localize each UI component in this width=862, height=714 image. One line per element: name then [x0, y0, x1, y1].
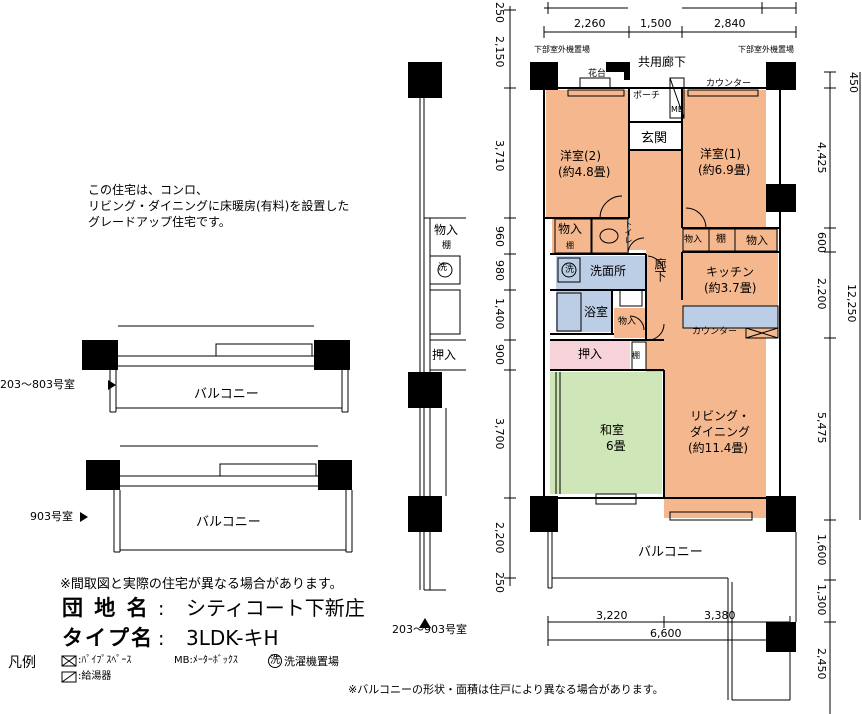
flower-stand-label: 花台	[588, 69, 607, 79]
section-storage: 物入	[434, 223, 459, 237]
dim-right-8: 2,450	[815, 648, 828, 680]
western-1-name: 洋室(1)	[700, 147, 741, 161]
property-name-value: シティコート下新庄	[186, 596, 365, 620]
dim-right-5: 5,475	[815, 412, 828, 444]
disclaimer-2: ※バルコニーの形状・面積は住戸により異なる場合があります。	[348, 683, 664, 696]
property-type-sep: :	[158, 628, 165, 650]
section-shelf: 棚	[442, 241, 452, 251]
intro-line-2: リビング・ダイニングに床暖房(有料)を設置した	[88, 199, 350, 213]
entrance-fill	[629, 122, 682, 150]
western-room-1-fill	[682, 90, 766, 228]
shelf-label-left: 棚	[566, 241, 574, 250]
shelf-label-right: 棚	[716, 234, 726, 245]
porch-label: ポーチ	[633, 91, 661, 101]
living-size: (約11.4畳)	[688, 441, 749, 455]
storage-right-fill	[682, 228, 778, 252]
living-fill	[664, 338, 766, 518]
dim-right-6: 1,600	[815, 534, 828, 566]
dim-left-10: 250	[493, 572, 506, 593]
bath-label: 浴室	[584, 305, 609, 319]
wash-symbol: 洗	[565, 265, 575, 275]
dim-left-6: 1,400	[493, 298, 506, 330]
small-storage-fill	[614, 308, 646, 338]
dim-left-5: 980	[493, 260, 506, 281]
counter-kitchen-label: カウンター	[692, 327, 738, 337]
balcony-label-a: バルコニー	[194, 387, 259, 402]
oshiire-label: 押入	[578, 347, 603, 361]
hall-fill	[629, 150, 682, 250]
storage-label-small: 物入	[618, 317, 637, 327]
dim-right-total: 12,250	[845, 284, 858, 323]
storage-label-left: 物入	[558, 222, 583, 236]
legend-washer: 洗濯機置場	[284, 655, 339, 668]
entrance-label: 玄関	[641, 131, 668, 146]
property-name-sep: :	[158, 598, 165, 620]
dim-top-3: 2,840	[714, 17, 746, 30]
toilet-label: トイレ	[624, 220, 633, 244]
dim-left-8: 3,700	[493, 418, 506, 450]
japanese-room-fill	[550, 372, 662, 494]
dim-right-7: 1,300	[815, 584, 828, 616]
western-1-size: (約6.9畳)	[698, 163, 751, 177]
legend-wash-symbol: 洗	[268, 654, 282, 668]
shelf-label-oshiire: 棚	[632, 351, 640, 360]
storage-label-right-2: 物入	[746, 234, 768, 247]
property-type-label: タイプ名	[62, 626, 154, 650]
dim-top-1: 2,260	[574, 17, 606, 30]
dim-right-3: 600	[815, 232, 828, 253]
mb-label: MB	[671, 105, 684, 114]
common-corridor-label: 共用廊下	[638, 55, 687, 69]
legend-meter-box: MB:ﾒｰﾀｰﾎﾞｯｸｽ	[174, 655, 238, 666]
unit-label-203-803: 203〜803号室	[0, 378, 75, 391]
counter-top-label: カウンター	[706, 79, 752, 89]
oshiire-fill	[550, 340, 630, 370]
intro-line-1: この住宅は、コンロ、	[88, 183, 209, 197]
legend-water-heater: :給湯器	[78, 671, 112, 682]
kitchen-name: キッチン	[706, 265, 755, 279]
intro-line-3: グレードアップ住宅です。	[88, 215, 231, 229]
balcony-label-main: バルコニー	[638, 545, 703, 560]
property-type-value: 3LDK-キH	[186, 626, 279, 650]
dim-left-7: 900	[493, 344, 506, 365]
bath-fill	[556, 290, 612, 332]
dim-top-2: 1,500	[640, 17, 672, 30]
dim-bottom-1: 3,220	[596, 609, 628, 622]
outdoor-unit-left: 下部室外機置場	[534, 45, 590, 54]
living-fill-2	[646, 338, 666, 372]
unit-label-903: 903号室	[30, 510, 73, 523]
outdoor-unit-right: 下部室外機置場	[738, 45, 794, 54]
western-2-name: 洋室(2)	[560, 149, 601, 163]
section-oshiire: 押入	[432, 348, 457, 362]
storage-label-right-1: 物入	[684, 235, 703, 245]
section-unit-range: 203〜903号室	[392, 623, 467, 636]
legend-title: 凡例	[8, 655, 36, 671]
disclaimer-1: ※間取図と実際の住宅が異なる場合があります。	[60, 577, 343, 592]
legend-pipe-space: :ﾊﾟｲﾌﾟｽﾍﾟｰｽ	[78, 655, 132, 666]
washroom-fill	[556, 256, 646, 290]
dim-right-1: 450	[847, 72, 860, 93]
balcony-label-b: バルコニー	[196, 515, 261, 530]
dim-bottom-2: 3,380	[704, 609, 736, 622]
storage-fill	[552, 218, 628, 254]
dim-left-3: 3,710	[493, 140, 506, 172]
kitchen-size: (約3.7畳)	[704, 281, 757, 295]
dim-right-2: 4,425	[815, 142, 828, 174]
washroom-label: 洗面所	[590, 264, 627, 278]
dim-left-1: 250	[493, 2, 506, 23]
dim-left-9: 2,200	[493, 522, 506, 554]
dim-left-4: 960	[493, 226, 506, 247]
japanese-room-size: 6畳	[606, 439, 626, 453]
western-2-size: (約4.8畳)	[558, 165, 611, 179]
section-wash-symbol: 洗	[438, 263, 448, 273]
living-name-1: リビング・	[690, 409, 751, 423]
corridor-label: 廊下	[653, 258, 667, 282]
living-name-2: ダイニング	[690, 425, 751, 439]
dim-left-2: 2,150	[493, 36, 506, 68]
dim-bottom-total: 6,600	[650, 627, 682, 640]
property-name-label: 団 地 名	[62, 596, 150, 620]
japanese-room-name: 和室	[600, 423, 625, 437]
dim-right-4: 2,200	[815, 278, 828, 310]
